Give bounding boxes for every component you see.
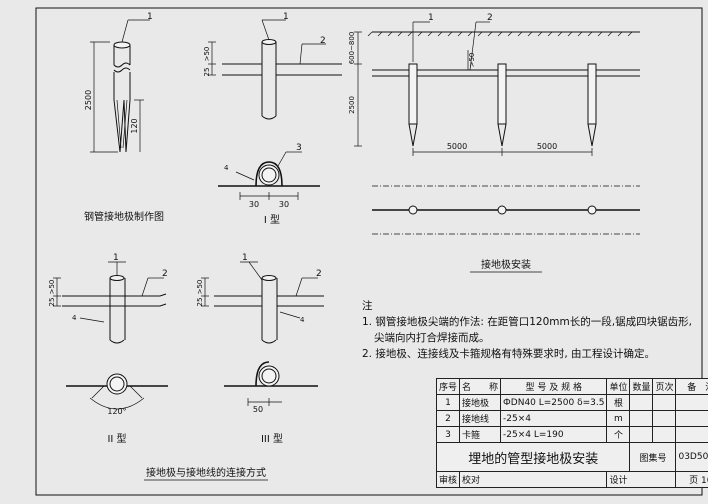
- type1-dim-top: >50: [203, 47, 211, 62]
- note-line-2: 尖端向内打合焊接而成。: [362, 330, 702, 346]
- type1-dim-b: 30: [279, 200, 289, 209]
- fig-a-caption: 钢管接地极制作图: [84, 210, 164, 223]
- fig-a-dim-tip: 120: [130, 118, 139, 133]
- type3-dim-depth: 25: [196, 298, 204, 307]
- note-line-3: 2. 接地极、连接线及卡箍规格有特殊要求时, 由工程设计确定。: [362, 346, 702, 362]
- row-page: [653, 395, 676, 411]
- type1-callout-1: 1: [283, 12, 289, 22]
- row-note: [676, 395, 708, 411]
- type1-callout-3: 3: [296, 143, 302, 153]
- type1-weld: 4: [224, 164, 229, 172]
- install-dim-len: 2500: [348, 96, 356, 114]
- sign-row: 审核 校对 设计 页 10: [437, 472, 708, 488]
- row-name: 卡箍: [460, 427, 501, 443]
- type1-callout-2: 2: [320, 36, 326, 46]
- row-name: 接地线: [460, 411, 501, 427]
- type3-callout-1: 1: [242, 253, 248, 263]
- page-no: 10: [701, 476, 708, 486]
- table-row: 1 接地极 ФDN40 L=2500 δ=3.5 根: [437, 395, 708, 411]
- col-note: 备 注: [676, 379, 708, 395]
- fig-a-callout-1: 1: [147, 12, 153, 22]
- type3-dim: 50: [253, 405, 263, 414]
- col-unit: 单位: [607, 379, 630, 395]
- page-cell: 页 10: [676, 472, 708, 488]
- row-no: 3: [437, 427, 460, 443]
- type3-dim-top: >50: [196, 280, 204, 295]
- sign-review: 审核: [437, 472, 460, 488]
- title-row: 埋地的管型接地极安装 图集号 03D501-4: [437, 443, 708, 472]
- type-1-figure: [208, 20, 342, 200]
- type2-callout-2: 2: [162, 269, 168, 279]
- row-spec: ФDN40 L=2500 δ=3.5: [501, 395, 607, 411]
- install-spacing-2: 5000: [537, 142, 557, 151]
- type2-weld: 4: [72, 314, 77, 322]
- drawing-title: 埋地的管型接地极安装: [437, 443, 630, 472]
- type2-label: II 型: [107, 432, 126, 445]
- col-name: 名 称: [460, 379, 501, 395]
- connection-caption: 接地极与接地线的连接方式: [146, 466, 266, 479]
- type3-label: III 型: [261, 432, 283, 445]
- install-callout-2: 2: [487, 13, 493, 23]
- row-unit: m: [607, 411, 630, 427]
- row-unit: 个: [607, 427, 630, 443]
- type3-callout-2: 2: [316, 269, 322, 279]
- col-qty: 数量: [630, 379, 653, 395]
- type-2-figure: [53, 262, 168, 409]
- type2-dim-depth: 25: [48, 298, 56, 307]
- atlas-no: 03D501-4: [676, 443, 708, 472]
- electrode-making-figure: [90, 20, 150, 152]
- col-spec: 型 号 及 规 格: [501, 379, 607, 395]
- note-line-1: 1. 钢管接地极尖端的作法: 在距管口120mm长的一段,锯成四块锯齿形,: [362, 314, 702, 330]
- row-name: 接地极: [460, 395, 501, 411]
- row-qty: [630, 395, 653, 411]
- sign-design: 设计: [607, 472, 676, 488]
- install-dim-depth: 600~800: [348, 32, 356, 65]
- row-spec: -25×4: [501, 411, 607, 427]
- type1-label: I 型: [264, 213, 280, 226]
- row-qty: [630, 411, 653, 427]
- table-row: 3 卡箍 -25×4 L=190 个: [437, 427, 708, 443]
- type-3-figure: [201, 262, 324, 406]
- notes-title: 注: [362, 298, 702, 314]
- install-callout-1: 1: [428, 13, 434, 23]
- row-page: [653, 411, 676, 427]
- row-no: 1: [437, 395, 460, 411]
- type2-dim-top: >50: [48, 280, 56, 295]
- row-unit: 根: [607, 395, 630, 411]
- col-no: 序号: [437, 379, 460, 395]
- notes-block: 注 1. 钢管接地极尖端的作法: 在距管口120mm长的一段,锯成四块锯齿形, …: [362, 298, 702, 362]
- table-row: 2 接地线 -25×4 m: [437, 411, 708, 427]
- install-spacing-1: 5000: [447, 142, 467, 151]
- sign-check: 校对: [460, 472, 607, 488]
- install-dim-over: >50: [468, 53, 476, 68]
- row-no: 2: [437, 411, 460, 427]
- row-note: [676, 411, 708, 427]
- type1-dim-depth: 25: [203, 68, 211, 77]
- type2-angle: 120°: [107, 407, 126, 416]
- atlas-label: 图集号: [630, 443, 676, 472]
- col-page: 页次: [653, 379, 676, 395]
- fig-a-dim-total: 2500: [84, 90, 93, 110]
- row-spec: -25×4 L=190: [501, 427, 607, 443]
- type2-callout-1: 1: [113, 253, 119, 263]
- install-caption: 接地极安装: [481, 258, 531, 271]
- page-label: 页: [689, 476, 698, 486]
- material-table: 序号 名 称 型 号 及 规 格 单位 数量 页次 备 注 1 接地极 ФDN4…: [436, 378, 708, 488]
- row-qty: [630, 427, 653, 443]
- row-note: [676, 427, 708, 443]
- installation-figure: [354, 22, 640, 234]
- row-page: [653, 427, 676, 443]
- table-header-row: 序号 名 称 型 号 及 规 格 单位 数量 页次 备 注: [437, 379, 708, 395]
- type1-dim-a: 30: [249, 200, 259, 209]
- type3-weld: 4: [300, 316, 305, 324]
